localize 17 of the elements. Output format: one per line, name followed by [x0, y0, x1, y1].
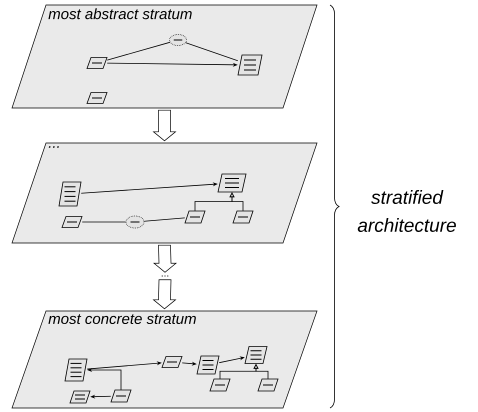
class-box: [64, 358, 88, 382]
association-ellipse: [169, 34, 187, 46]
class-box: [244, 346, 268, 364]
stratum-plane: most abstract stratum: [12, 4, 318, 108]
connector-line: [144, 217, 186, 222]
ellipsis-text: ...: [162, 275, 168, 277]
stratum-plane: most concrete stratum: [12, 310, 318, 408]
association-ellipse: [126, 216, 144, 228]
connector-line: [185, 42, 238, 62]
stratum-plane: ...: [12, 142, 318, 244]
class-box: [58, 182, 82, 206]
block-arrow: [153, 244, 177, 273]
block-arrow: [152, 279, 176, 310]
class-box: [196, 356, 220, 374]
connector-line: [106, 42, 170, 60]
block-arrow: [152, 110, 176, 142]
caption-text: stratified architecture: [358, 190, 456, 232]
